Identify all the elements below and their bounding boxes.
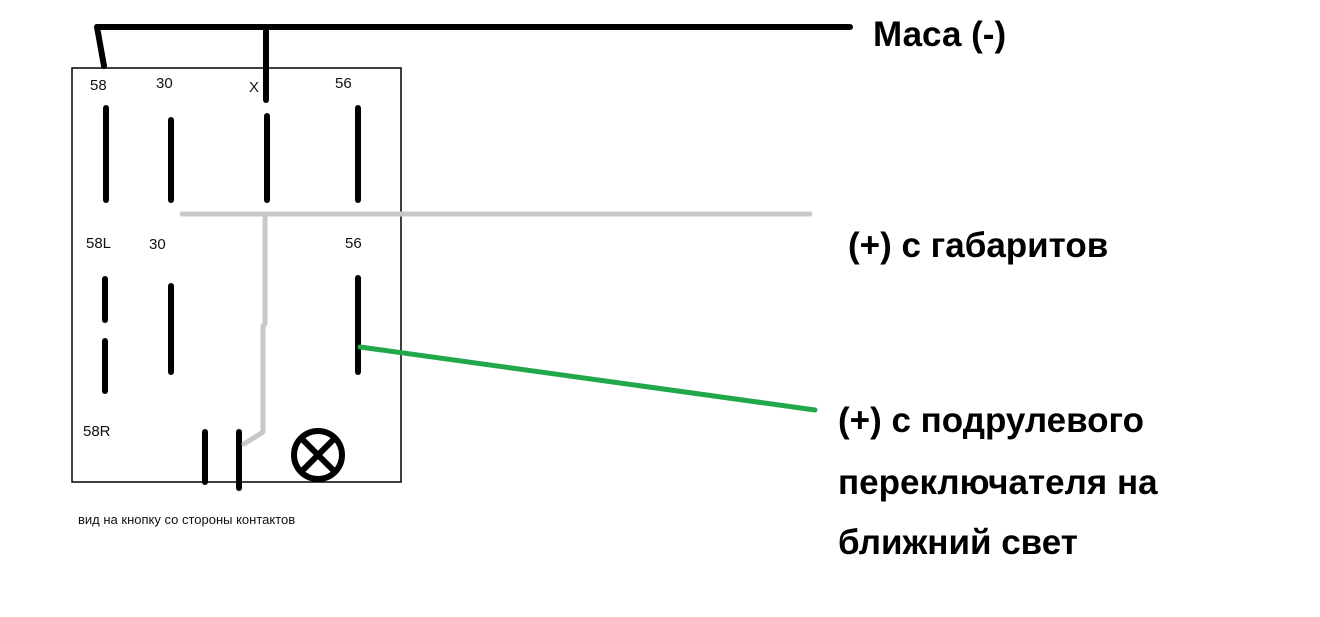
pin-label-58l: 58L	[86, 235, 111, 252]
label-switch-line2: переключателя на	[838, 463, 1158, 502]
pin-label-58r: 58R	[83, 423, 111, 440]
switch-body	[71, 67, 402, 483]
caption: вид на кнопку со стороны контактов	[78, 512, 295, 527]
ground-wire	[94, 24, 853, 103]
pin-label-56-bottom: 56	[345, 235, 362, 252]
label-switch-line3: ближний свет	[838, 523, 1078, 562]
pin-label-30-bottom: 30	[149, 236, 166, 253]
pin-label-58: 58	[90, 77, 107, 94]
label-ground: Маса (-)	[873, 15, 1006, 54]
parking-light-wire	[179, 211, 813, 447]
pin-label-x: X	[249, 79, 259, 96]
label-switch-line1: (+) с подрулевого	[838, 401, 1144, 440]
pin-contacts	[102, 105, 361, 491]
low-beam-wire	[357, 344, 818, 413]
lamp-icon	[291, 428, 345, 482]
pin-label-30-top: 30	[156, 75, 173, 92]
label-parking-lights: (+) с габаритов	[848, 226, 1108, 265]
pin-label-56-top: 56	[335, 75, 352, 92]
